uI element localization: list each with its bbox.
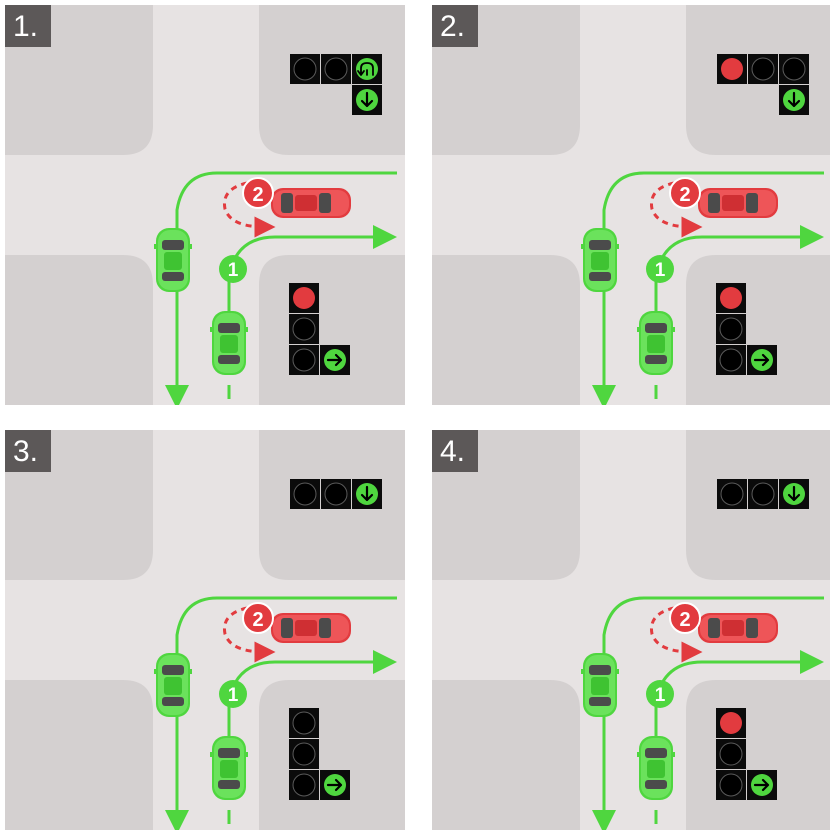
green-car-left [154, 653, 192, 717]
block-bottom-right [259, 255, 405, 405]
right-signal-middle-light [289, 314, 319, 344]
panel-2: 1 2 2. [432, 5, 830, 405]
right-signal-middle-light [716, 314, 746, 344]
svg-text:2: 2 [252, 609, 263, 631]
label-circle-2: 2 [669, 602, 701, 634]
block-bottom-left [5, 680, 153, 830]
right-signal-bottom-light [289, 345, 319, 375]
block-bottom-left [432, 680, 580, 830]
top-signal-light-3 [779, 54, 809, 84]
right-signal-right-arrow [320, 345, 350, 375]
red-car-2 [698, 188, 778, 218]
top-signal-light-2 [321, 54, 351, 84]
label-circle-1: 1 [219, 255, 247, 283]
panel-3: 1 2 3. [5, 430, 405, 830]
top-signal-light-2 [321, 479, 351, 509]
right-signal-top-light [289, 708, 319, 738]
svg-text:2: 2 [679, 184, 690, 206]
panel-number-badge: 2. [432, 5, 478, 47]
svg-text:2: 2 [252, 184, 263, 206]
path-left-turn [165, 596, 397, 830]
right-signal-top-light [289, 283, 319, 313]
label-circle-1: 1 [646, 255, 674, 283]
top-signal-light-1 [717, 54, 747, 84]
right-signal-right-arrow [320, 770, 350, 800]
path-left-turn [592, 596, 824, 830]
block-bottom-right [259, 680, 405, 830]
panel-number-badge: 4. [432, 430, 478, 472]
right-signal-middle-light [289, 739, 319, 769]
top-signal-light-2 [748, 54, 778, 84]
label-circle-2: 2 [669, 177, 701, 209]
panel-number-badge: 3. [5, 430, 51, 472]
right-signal-top-light [716, 708, 746, 738]
green-car-1 [210, 311, 248, 375]
green-car-1 [210, 736, 248, 800]
path-left-turn [165, 171, 397, 405]
green-car-1 [637, 736, 675, 800]
right-signal-right-arrow [747, 345, 777, 375]
block-bottom-left [5, 255, 153, 405]
red-car-2 [271, 188, 351, 218]
top-signal-down-arrow [352, 85, 382, 115]
svg-text:1: 1 [655, 260, 666, 281]
right-signal-right-arrow [747, 770, 777, 800]
path-uturn [649, 181, 703, 238]
svg-text:2: 2 [679, 609, 690, 631]
panel-4: 1 2 4. [432, 430, 830, 830]
right-signal-bottom-light [716, 345, 746, 375]
top-signal-light-3 [352, 54, 382, 84]
green-car-left [154, 228, 192, 292]
panel-1: 1 2 1. [5, 5, 405, 405]
red-car-2 [271, 613, 351, 643]
green-car-left [581, 653, 619, 717]
top-signal-light-1 [290, 479, 320, 509]
green-car-left [581, 228, 619, 292]
right-signal-bottom-light [716, 770, 746, 800]
svg-text:3.: 3. [13, 435, 38, 468]
svg-text:4.: 4. [440, 435, 465, 468]
path-uturn [222, 181, 276, 238]
top-signal-light-3 [352, 479, 382, 509]
block-bottom-left [432, 255, 580, 405]
green-car-1 [637, 311, 675, 375]
svg-text:1.: 1. [13, 10, 38, 43]
svg-text:1: 1 [228, 685, 239, 706]
top-signal-down-arrow [779, 85, 809, 115]
label-circle-2: 2 [242, 602, 274, 634]
label-circle-1: 1 [646, 680, 674, 708]
top-signal-light-2 [748, 479, 778, 509]
right-signal-bottom-light [289, 770, 319, 800]
right-signal-top-light [716, 283, 746, 313]
top-signal-light-3 [779, 479, 809, 509]
panel-number-badge: 1. [5, 5, 51, 47]
svg-text:1: 1 [655, 685, 666, 706]
path-left-turn [592, 171, 824, 405]
path-uturn [222, 606, 276, 663]
label-circle-2: 2 [242, 177, 274, 209]
block-bottom-right [686, 680, 830, 830]
top-signal-light-1 [717, 479, 747, 509]
svg-text:1: 1 [228, 260, 239, 281]
right-signal-middle-light [716, 739, 746, 769]
top-signal-light-1 [290, 54, 320, 84]
red-car-2 [698, 613, 778, 643]
label-circle-1: 1 [219, 680, 247, 708]
svg-text:2.: 2. [440, 10, 465, 43]
block-bottom-right [686, 255, 830, 405]
path-uturn [649, 606, 703, 663]
